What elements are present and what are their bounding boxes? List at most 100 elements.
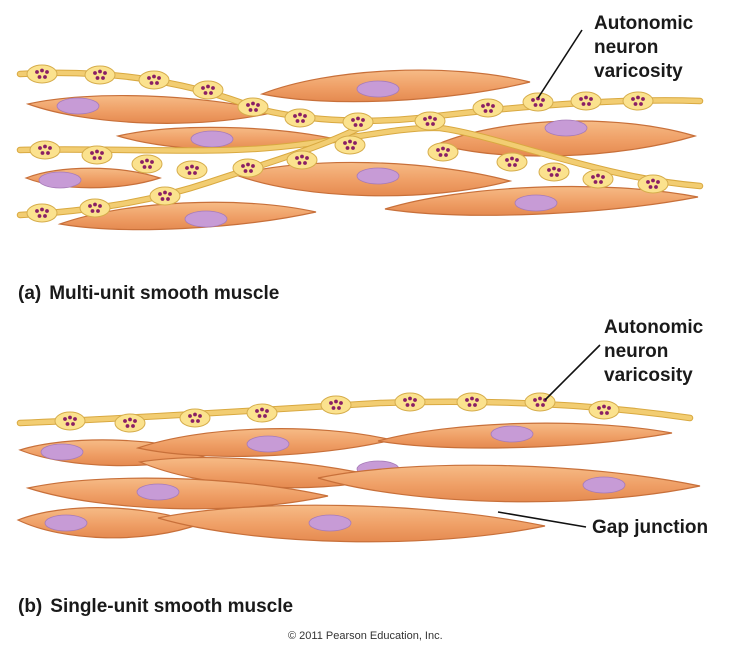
varicosity bbox=[472, 98, 504, 118]
vesicle bbox=[631, 97, 635, 101]
varicosity-swelling bbox=[138, 70, 170, 90]
vesicle bbox=[211, 86, 215, 90]
vesicle bbox=[348, 139, 352, 144]
varicosity bbox=[192, 80, 224, 100]
vesicle bbox=[195, 166, 199, 170]
vesicle bbox=[301, 119, 305, 123]
vesicle bbox=[190, 164, 194, 169]
varicosity bbox=[622, 91, 654, 111]
nucleus bbox=[44, 514, 88, 532]
vesicle bbox=[246, 162, 250, 167]
vesicle bbox=[142, 165, 147, 169]
varicosity-swelling bbox=[622, 91, 654, 111]
vesicle bbox=[334, 399, 338, 404]
varicosity bbox=[334, 135, 366, 155]
vesicle bbox=[581, 102, 586, 106]
gap-junction-leader bbox=[497, 511, 587, 528]
vesicle bbox=[587, 102, 591, 106]
vesicle bbox=[188, 414, 192, 418]
varicosity bbox=[29, 140, 61, 160]
vesicle bbox=[196, 419, 200, 423]
varicosity bbox=[26, 203, 58, 223]
varicosities-b bbox=[54, 392, 620, 433]
varicosity-swelling bbox=[334, 135, 366, 155]
vesicle bbox=[579, 97, 583, 101]
vesicle bbox=[149, 81, 154, 85]
vesicle bbox=[584, 95, 588, 100]
vesicle bbox=[147, 76, 151, 80]
varicosity-swelling bbox=[131, 154, 163, 174]
vesicle bbox=[265, 409, 269, 413]
vesicle bbox=[45, 209, 49, 213]
vesicle bbox=[329, 401, 333, 405]
varicosity bbox=[179, 408, 211, 428]
varicosity-swelling bbox=[522, 92, 554, 112]
vesicle bbox=[38, 146, 42, 150]
callout-a-line3: varicosity bbox=[594, 61, 683, 82]
vesicle bbox=[65, 422, 70, 426]
vesicle bbox=[243, 169, 248, 173]
vesicle bbox=[633, 102, 638, 106]
vesicle bbox=[596, 173, 600, 178]
vesicle bbox=[152, 74, 156, 79]
varicosity bbox=[538, 162, 570, 182]
callout-b-line1: Autonomic bbox=[604, 317, 704, 338]
vesicle bbox=[93, 202, 97, 207]
nucleus bbox=[246, 435, 290, 453]
varicosity bbox=[284, 108, 316, 128]
varicosity bbox=[496, 152, 528, 172]
vesicle bbox=[140, 160, 144, 164]
varicosity-swelling bbox=[237, 97, 269, 117]
varicosity-swelling bbox=[582, 169, 614, 189]
nucleus bbox=[308, 514, 352, 532]
vesicle bbox=[40, 68, 44, 73]
vesicle bbox=[209, 91, 213, 95]
varicosity-swelling bbox=[29, 140, 61, 160]
varicosity-swelling bbox=[427, 142, 459, 162]
vesicle bbox=[491, 104, 495, 108]
vesicle bbox=[602, 404, 606, 409]
vesicle bbox=[96, 209, 100, 213]
varicosity bbox=[114, 413, 146, 433]
vesicle bbox=[593, 180, 598, 184]
vesicle bbox=[37, 75, 42, 79]
varicosity-swelling bbox=[232, 158, 264, 178]
varicosity-swelling bbox=[394, 392, 426, 412]
varicosity bbox=[237, 97, 269, 117]
vesicle bbox=[123, 419, 127, 423]
vesicle bbox=[641, 97, 645, 101]
vesicle bbox=[193, 412, 197, 417]
callout-a-line1: Autonomic bbox=[594, 13, 694, 34]
vesicle bbox=[654, 185, 658, 189]
vesicle bbox=[356, 116, 360, 121]
axon bbox=[17, 125, 703, 189]
vesicle bbox=[251, 164, 255, 168]
vesicle bbox=[73, 417, 77, 421]
vesicle bbox=[489, 109, 493, 113]
varicosity bbox=[320, 395, 352, 415]
vesicle bbox=[93, 71, 97, 75]
vesicle bbox=[46, 151, 50, 155]
varicosity bbox=[582, 169, 614, 189]
panel-b-title-text: Single-unit smooth muscle bbox=[50, 596, 294, 617]
nucleus bbox=[490, 425, 534, 443]
varicosity bbox=[286, 150, 318, 170]
vesicle bbox=[193, 171, 197, 175]
vesicle bbox=[249, 169, 253, 173]
vesicle bbox=[206, 84, 210, 89]
varicosity-swelling bbox=[320, 395, 352, 415]
vesicle bbox=[423, 117, 427, 121]
varicosity-swelling bbox=[54, 411, 86, 431]
vesicle bbox=[68, 415, 72, 420]
vesicle bbox=[148, 165, 152, 169]
varicosity bbox=[149, 186, 181, 206]
vesicle bbox=[305, 156, 309, 160]
vesicle bbox=[607, 406, 611, 410]
vesicle bbox=[331, 406, 336, 410]
vesicle bbox=[95, 76, 100, 80]
varicosity bbox=[131, 154, 163, 174]
vesicle bbox=[37, 214, 42, 218]
vesicle bbox=[125, 424, 130, 428]
vesicle bbox=[403, 398, 407, 402]
vesicle bbox=[531, 98, 535, 102]
